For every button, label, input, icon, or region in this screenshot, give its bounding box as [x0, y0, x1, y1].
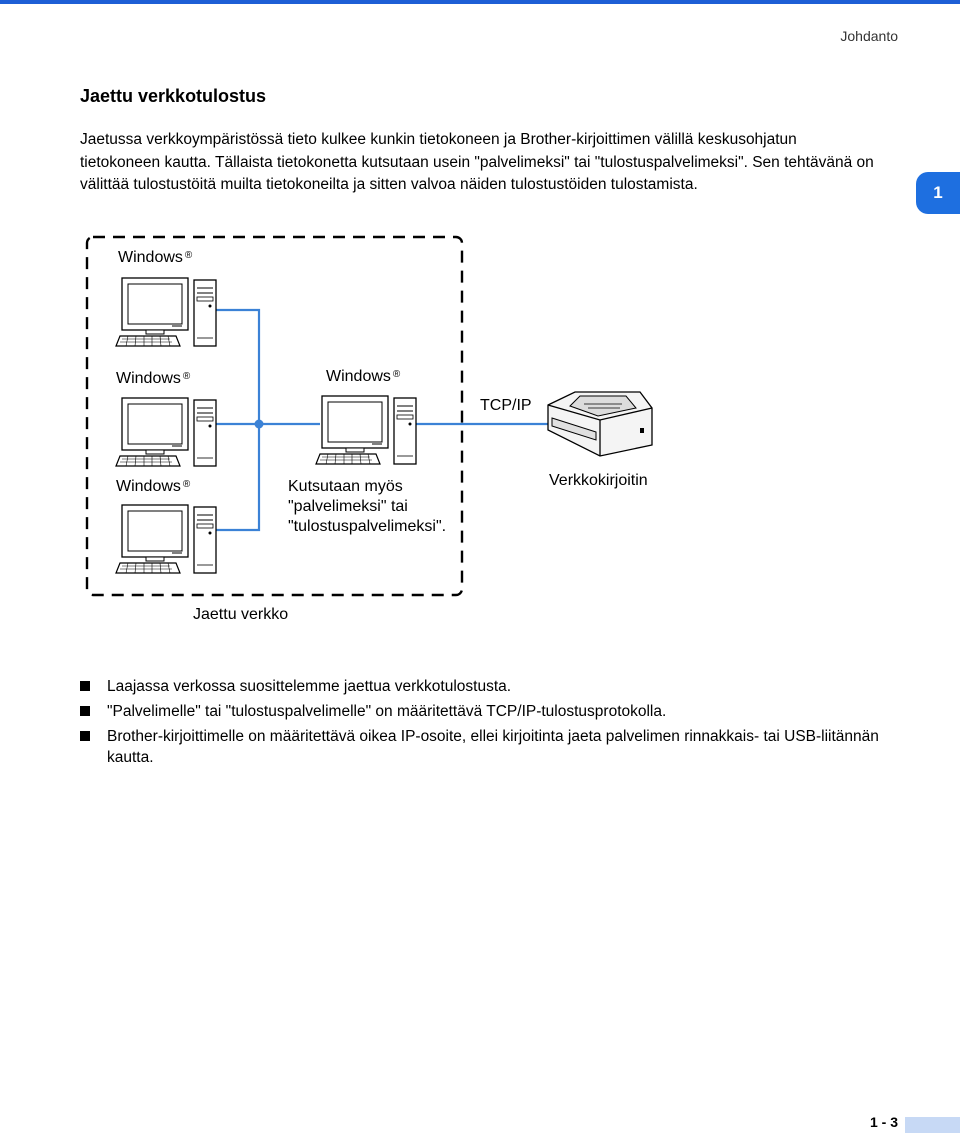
label-windows-1: Windows®: [118, 249, 193, 266]
network-printer-icon: [547, 391, 653, 457]
label-server-note-line-3: "tulostuspalvelimeksi".: [288, 518, 447, 535]
network-diagram: [85, 235, 653, 597]
list-item: Laajassa verkossa suosittelemme jaettua …: [80, 676, 880, 697]
bullet-square-icon: [80, 681, 90, 691]
print-server-computer: [315, 395, 417, 465]
client-computer-3: [115, 504, 217, 574]
running-header: Johdanto: [840, 28, 898, 44]
label-server-note-line-1: Kutsutaan myös: [288, 478, 403, 495]
list-item: "Palvelimelle" tai "tulostuspalvelimelle…: [80, 701, 880, 722]
page-number-bar: [905, 1117, 960, 1133]
label-tcp-ip: TCP/IP: [480, 397, 532, 414]
label-server-note-line-2: "palvelimeksi" tai: [288, 498, 408, 515]
network-junction: [254, 419, 264, 429]
label-windows-server: Windows®: [326, 368, 401, 385]
label-windows-3: Windows®: [116, 478, 191, 495]
shared-network-boundary: [85, 235, 464, 597]
bullet-list: Laajassa verkossa suosittelemme jaettua …: [80, 676, 880, 772]
client-computer-1: [115, 277, 217, 347]
section-title: Jaettu verkkotulostus: [80, 86, 267, 106]
label-shared-network: Jaettu verkko: [193, 606, 289, 623]
chapter-tab: 1: [916, 172, 960, 214]
bullet-square-icon: [80, 731, 90, 741]
bullet-square-icon: [80, 706, 90, 716]
intro-paragraph: Jaetussa verkkoympäristössä tieto kulkee…: [80, 131, 874, 193]
top-rule: [0, 0, 960, 4]
client-computer-2: [115, 397, 217, 467]
label-network-printer: Verkkokirjoitin: [549, 472, 648, 489]
page-number: 1 - 3: [869, 1114, 898, 1130]
list-item: Brother-kirjoittimelle on määritettävä o…: [80, 726, 880, 768]
label-windows-2: Windows®: [116, 370, 191, 387]
